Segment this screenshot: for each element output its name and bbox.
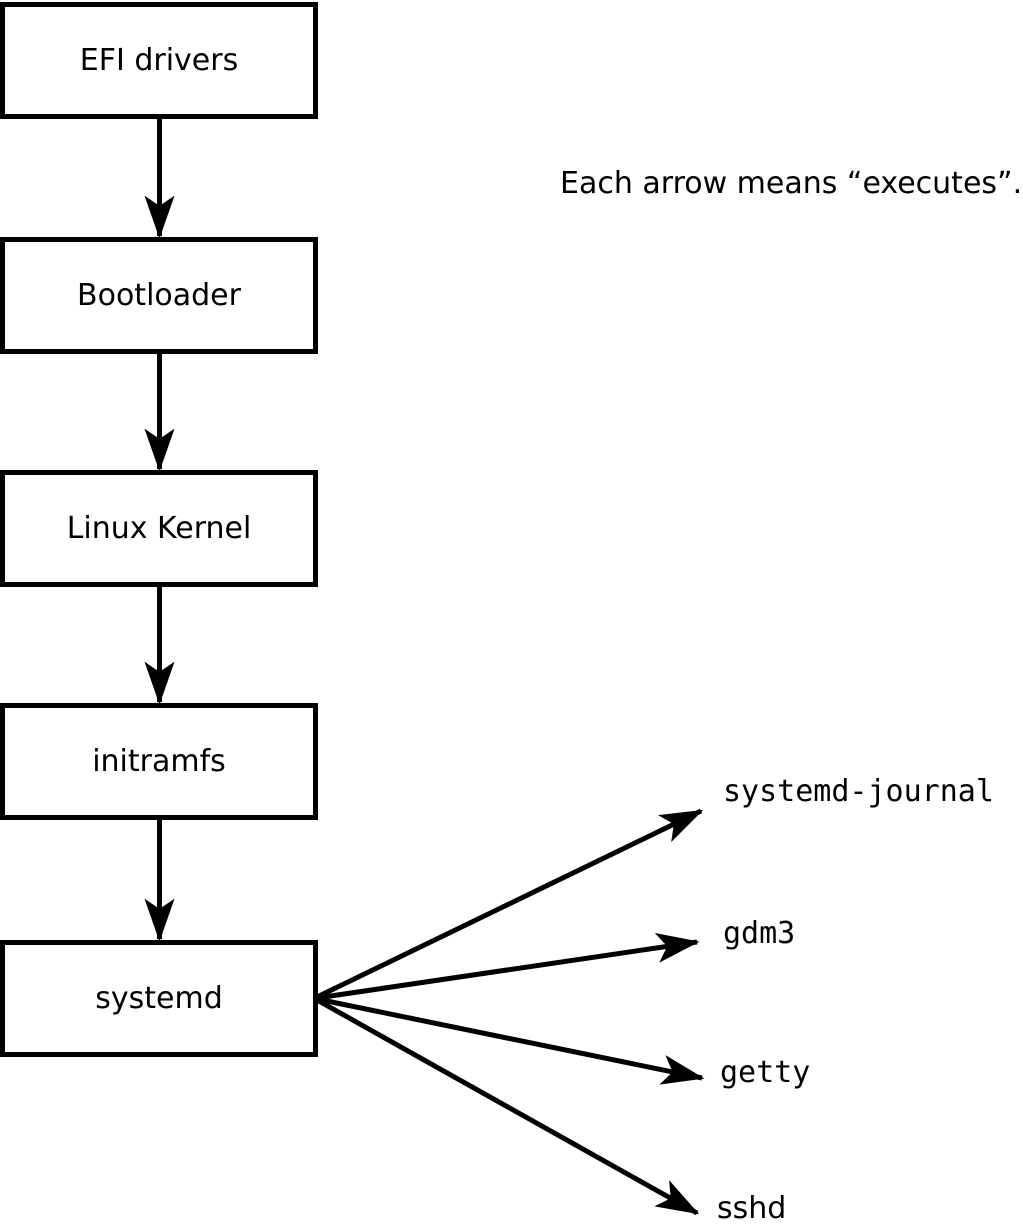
node-linux-kernel-label: Linux Kernel: [66, 510, 252, 546]
node-efi-drivers: EFI drivers: [0, 2, 318, 119]
fan-target-sshd: sshd: [717, 1191, 787, 1226]
arrow-systemd-to-getty: [316, 996, 705, 1085]
fan-target-systemd-journal: systemd-journal: [723, 774, 994, 809]
fan-target-gdm3: gdm3: [723, 916, 796, 951]
arrow-systemd-to-sshd: [315, 997, 700, 1216]
node-bootloader-label: Bootloader: [77, 277, 241, 313]
node-initramfs: initramfs: [0, 703, 318, 820]
node-bootloader: Bootloader: [0, 237, 318, 354]
arrow-systemd-to-gdm3: [316, 933, 700, 1001]
arrow-systemd-to-systemd-journal: [315, 808, 704, 1000]
legend-note: Each arrow means “executes”.: [560, 166, 1023, 201]
node-systemd: systemd: [0, 940, 318, 1057]
node-linux-kernel: Linux Kernel: [0, 470, 318, 587]
node-initramfs-label: initramfs: [92, 743, 226, 779]
fan-target-getty: getty: [720, 1055, 811, 1090]
node-efi-drivers-label: EFI drivers: [79, 42, 239, 78]
node-systemd-label: systemd: [95, 980, 223, 1016]
